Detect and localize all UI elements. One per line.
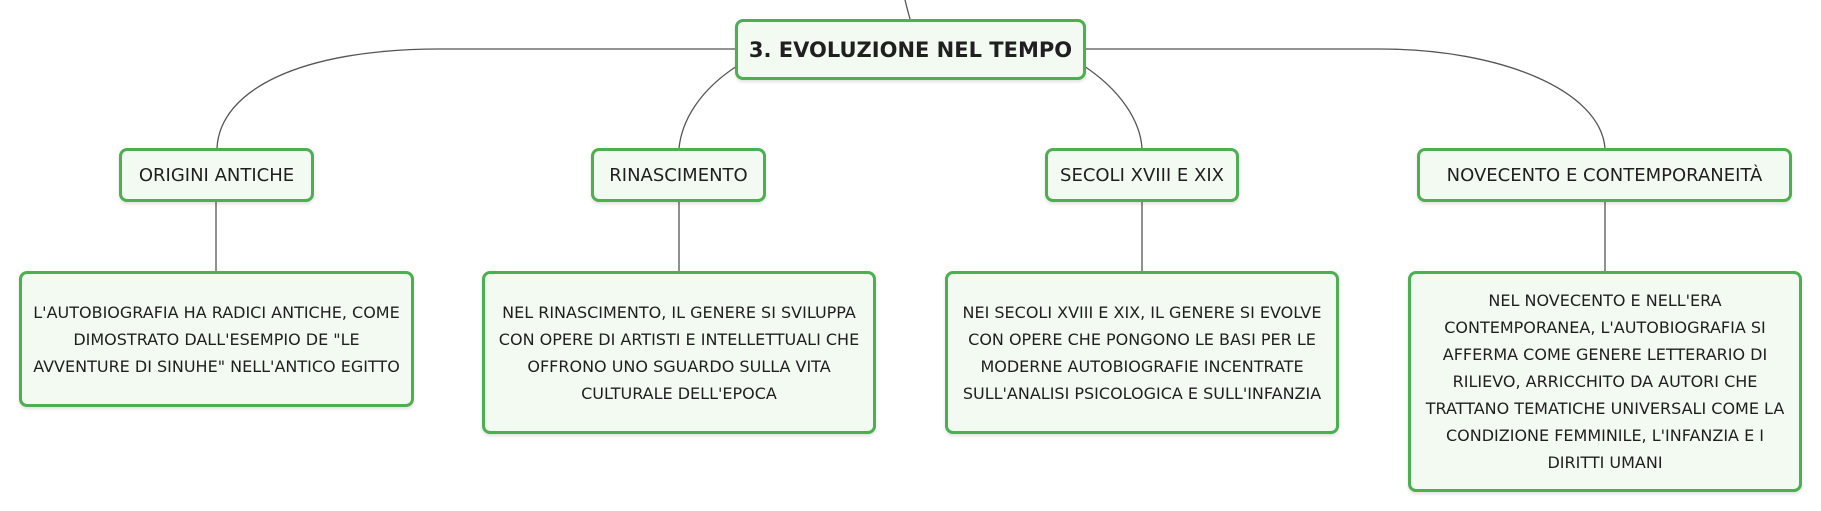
subtopic-text: L'AUTOBIOGRAFIA HA RADICI ANTICHE, COME … [33,302,400,376]
root-topic-label: 3. EVOLUZIONE NEL TEMPO [748,37,1073,62]
connector-origini [216,48,735,149]
subtopic-secoli-xviii-xix[interactable]: NEI SECOLI XVIII E XIX, IL GENERE SI EVO… [945,271,1339,434]
connector-novecento [1086,48,1606,149]
subtopic-rinascimento[interactable]: NEL RINASCIMENTO, IL GENERE SI SVILUPPA … [482,271,876,434]
topic-label: NOVECENTO E CONTEMPORANEITÀ [1446,164,1763,186]
connector-secoli [1083,65,1143,149]
topic-label: SECOLI XVIII E XIX [1060,164,1224,186]
root-topic[interactable]: 3. EVOLUZIONE NEL TEMPO [735,19,1086,80]
topic-novecento[interactable]: NOVECENTO E CONTEMPORANEITÀ [1417,148,1792,202]
parent-connector [904,0,911,20]
subtopic-text: NEL NOVECENTO E NELL'ERA CONTEMPORANEA, … [1425,291,1785,472]
subtopic-novecento[interactable]: NEL NOVECENTO E NELL'ERA CONTEMPORANEA, … [1408,271,1802,492]
topic-origini-antiche[interactable]: ORIGINI ANTICHE [119,148,314,202]
subtopic-text: NEL RINASCIMENTO, IL GENERE SI SVILUPPA … [498,302,860,403]
connector-rinascimento [678,65,738,149]
topic-label: ORIGINI ANTICHE [138,164,295,186]
topic-rinascimento[interactable]: RINASCIMENTO [591,148,766,202]
subtopic-text: NEI SECOLI XVIII E XIX, IL GENERE SI EVO… [962,302,1322,403]
subtopic-origini-antiche[interactable]: L'AUTOBIOGRAFIA HA RADICI ANTICHE, COME … [19,271,414,407]
topic-label: RINASCIMENTO [609,164,748,186]
topic-secoli-xviii-xix[interactable]: SECOLI XVIII E XIX [1045,148,1239,202]
